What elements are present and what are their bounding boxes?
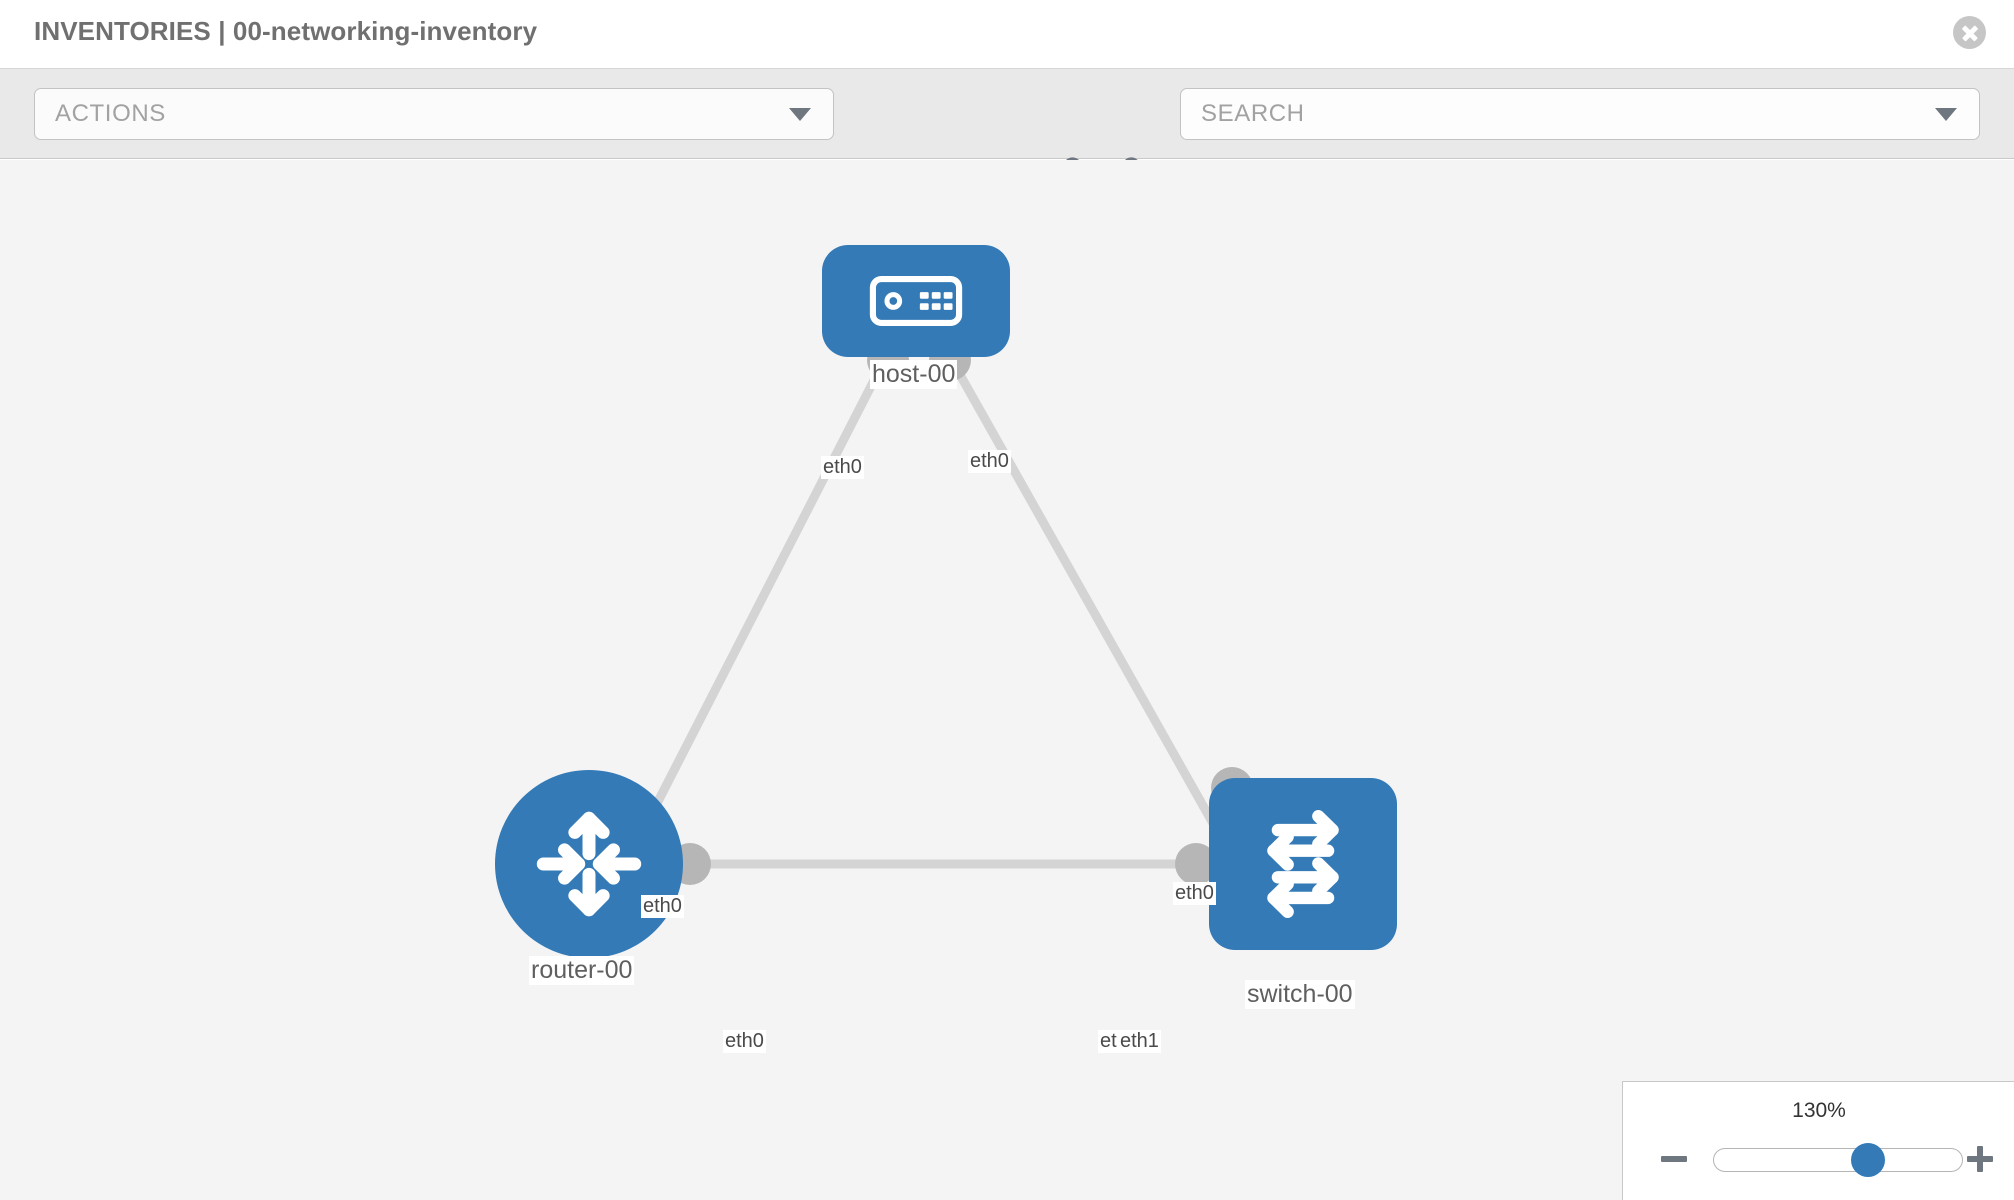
switch-arrows-icon [1267,810,1339,918]
chevron-down-icon [789,107,811,121]
page-title: INVENTORIES | 00-networking-inventory [34,16,538,46]
close-icon[interactable] [1953,16,1986,49]
zoom-percent-label: 130% [1792,1099,1846,1122]
connector-switch-left [1175,843,1217,885]
link-host-router[interactable] [623,352,891,865]
switch-node-shape[interactable] [1209,778,1397,950]
zoom-slider-row [1623,1138,2014,1182]
zoom-slider[interactable] [1713,1143,1963,1177]
actions-dropdown-label: ACTIONS [55,100,166,127]
chevron-down-icon[interactable] [1935,107,1957,121]
search-placeholder: SEARCH [1201,100,1305,127]
router-node-shape[interactable] [495,770,683,958]
actions-dropdown[interactable]: ACTIONS [34,88,834,140]
page-header: INVENTORIES | 00-networking-inventory [0,0,2014,69]
topology-canvas[interactable]: host-00 eth0 eth0 [0,160,2014,1200]
server-appliance-icon [869,276,963,326]
search-input[interactable]: SEARCH [1180,88,1980,140]
node-host-00[interactable]: host-00 [822,245,1010,389]
toolbar: ACTIONS SEARCH [0,69,2014,188]
link-host-switch[interactable] [945,352,1233,855]
node-router-00[interactable]: router-00 [495,770,683,985]
host-node-shape[interactable] [822,245,1010,357]
plus-icon[interactable] [1963,1142,1997,1176]
node-switch-00[interactable]: switch-00 [1209,778,1397,1009]
router-arrows-icon [536,811,642,917]
zoom-control-panel: 130% [1622,1081,2014,1200]
zoom-slider-thumb[interactable] [1850,1143,1885,1177]
minus-icon[interactable] [1657,1142,1691,1176]
